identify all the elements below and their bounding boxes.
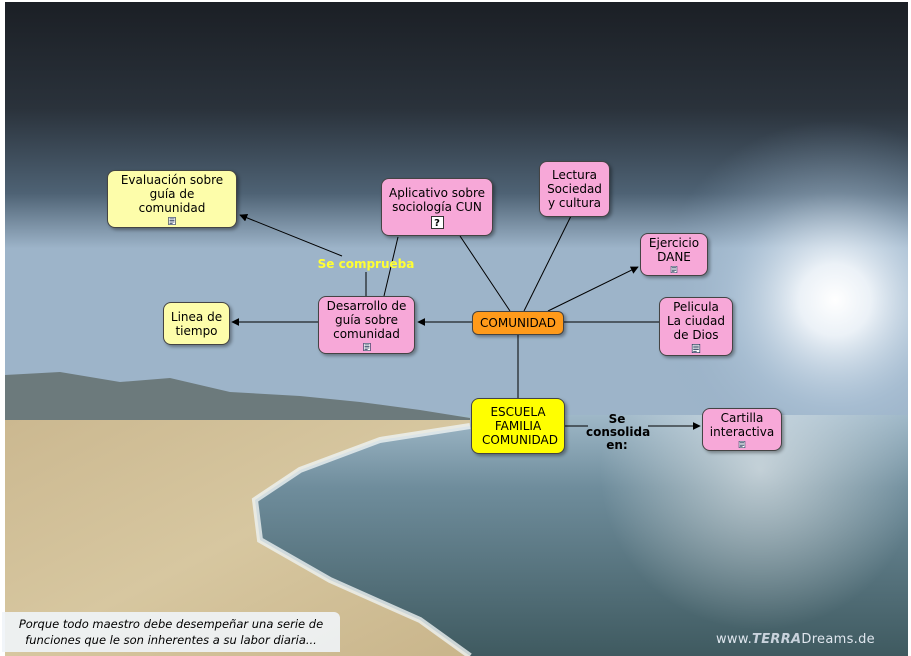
node-linea-label: Linea de tiempo [170,309,223,338]
node-aplicativo[interactable]: Aplicativo sobre sociología CUN ? [381,178,493,236]
node-evaluacion-label: Evaluación sobre guía de comunidad [120,173,224,215]
link-comunidad-ejercicio [547,266,639,312]
link-comunidad-lectura [523,215,572,312]
node-pelicula-label: Pelicula La ciudad de Dios [667,300,725,342]
node-linea[interactable]: Linea de tiempo [163,302,230,345]
caption-text: Porque todo maestro debe desempeñar una … [18,617,324,647]
node-cartilla[interactable]: Cartilla interactiva [702,408,782,451]
node-escuela-label: ESCUELA FAMILIA COMUNIDAD [482,405,558,447]
node-ejercicio[interactable]: Ejercicio DANE [640,233,708,276]
link-label-se-comprueba: Se comprueba [317,257,415,271]
node-comunidad[interactable]: COMUNIDAD [472,311,564,335]
watermark-brand: TERRA [752,632,802,647]
node-desarrollo[interactable]: Desarrollo de guía sobre comunidad [318,296,415,354]
node-ejercicio-label: Ejercicio DANE [648,236,700,264]
node-evaluacion[interactable]: Evaluación sobre guía de comunidad [107,170,237,228]
node-lectura[interactable]: Lectura Sociedad y cultura [539,161,610,217]
document-icon[interactable] [361,343,373,351]
link-comunidad-aplicativo [459,235,511,312]
document-icon[interactable] [736,441,748,448]
watermark: www.TERRADreams.de [716,632,875,647]
caption-box: Porque todo maestro debe desempeñar una … [2,612,340,652]
node-aplicativo-label: Aplicativo sobre sociología CUN [389,185,486,214]
document-icon[interactable] [690,344,702,353]
watermark-prefix: www. [716,632,753,647]
node-comunidad-label: COMUNIDAD [480,316,556,330]
node-desarrollo-label: Desarrollo de guía sobre comunidad [326,299,407,341]
link-comprueba-evaluacion [239,213,343,257]
node-lectura-label: Lectura Sociedad y cultura [547,168,602,210]
node-cartilla-label: Cartilla interactiva [709,411,775,439]
watermark-suffix: Dreams.de [801,632,875,647]
link-label-se-consolida: Se consolida en: [586,412,651,452]
node-pelicula[interactable]: Pelicula La ciudad de Dios [659,297,733,356]
document-icon[interactable] [166,217,178,225]
link-desarrollo-aplicativo [383,236,399,297]
node-escuela[interactable]: ESCUELA FAMILIA COMUNIDAD [471,398,565,454]
question-icon[interactable]: ? [430,215,444,229]
document-icon[interactable] [668,266,680,273]
